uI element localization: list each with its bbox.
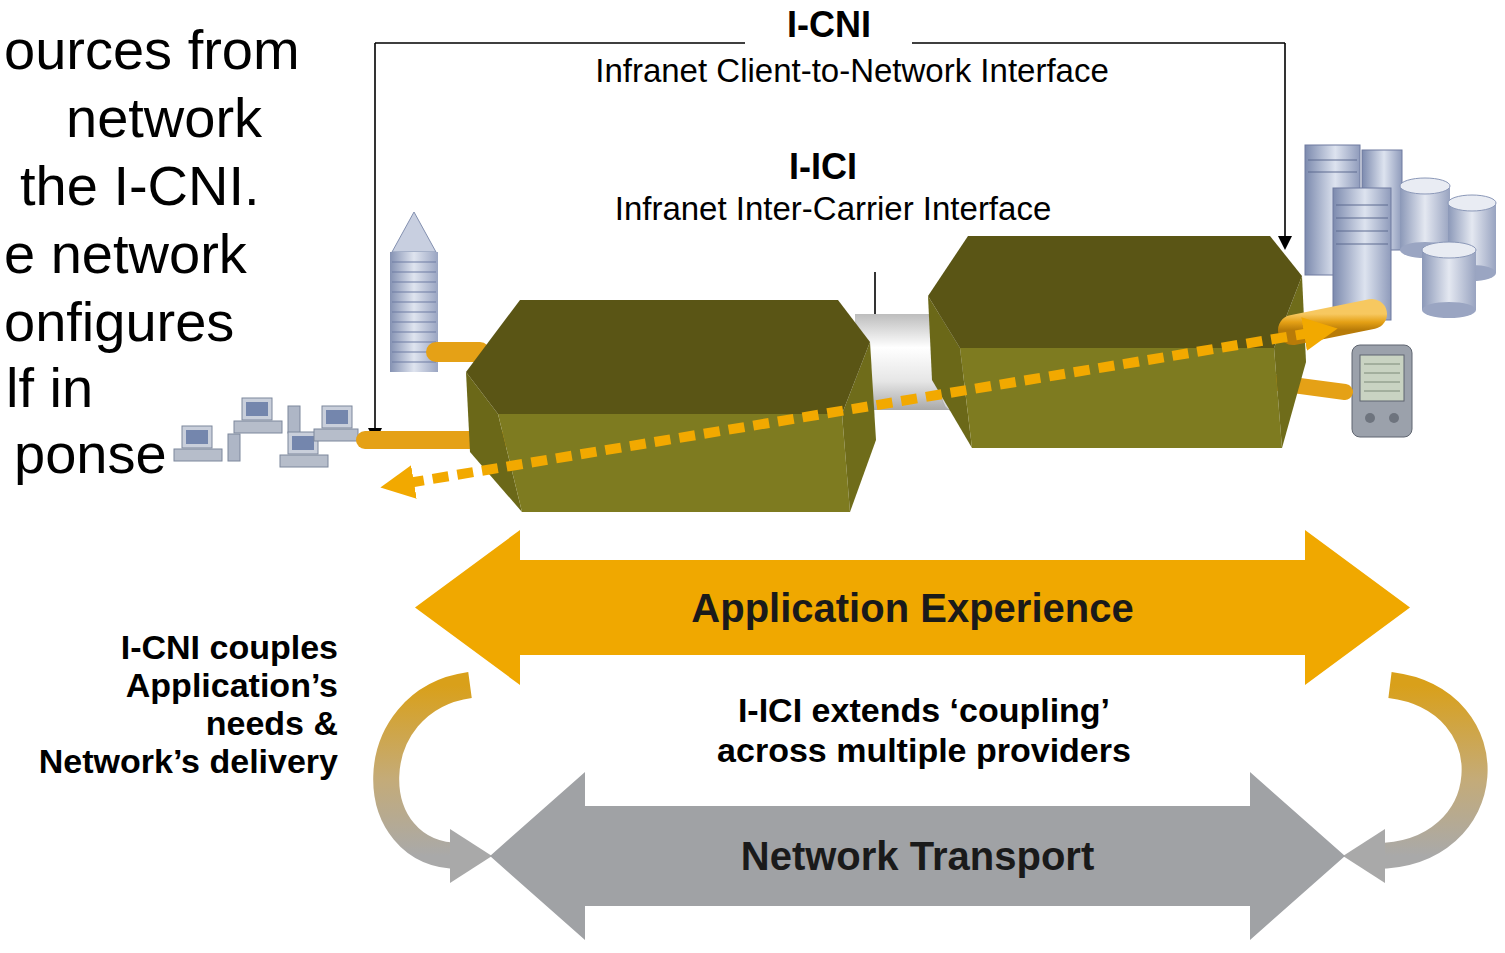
arrow-head [1278,236,1292,250]
server-icons [1305,145,1496,320]
curved-arrow [386,685,470,856]
computer-icons [174,398,358,467]
band-label: Application Experience [691,585,1133,631]
curved-arrow [1375,685,1475,856]
double-arrow-band: Application Experience [415,530,1410,685]
slide-text: ources from [4,18,300,82]
interface-description: Infranet Inter-Carrier Interface [533,190,1133,228]
dashed-flow-arrow [408,333,1310,483]
interface-description: Infranet Client-to-Network Interface [552,52,1152,90]
side-note: I-ICI extends ‘coupling’ across multiple… [624,690,1224,770]
band-shape [415,530,1410,685]
interface-name: I-ICI [673,146,973,187]
carrier-network-block [466,300,876,512]
slide-text: ponse [14,422,167,486]
slide-text: the I-CNI. [20,154,260,218]
slide-text: e network [4,222,247,286]
band-shape [490,772,1345,940]
double-arrow-band: Network Transport [490,772,1345,940]
interface-name: I-CNI [679,4,979,45]
pda-icon [1352,345,1412,437]
band-label: Network Transport [741,833,1094,879]
access-pipe [1293,314,1372,330]
slide-text: lf in [6,356,93,420]
slide-text: network [66,86,262,150]
slide-text: onfigures [4,290,234,354]
side-note: I-CNI couples Application’s needs & Netw… [28,628,338,780]
